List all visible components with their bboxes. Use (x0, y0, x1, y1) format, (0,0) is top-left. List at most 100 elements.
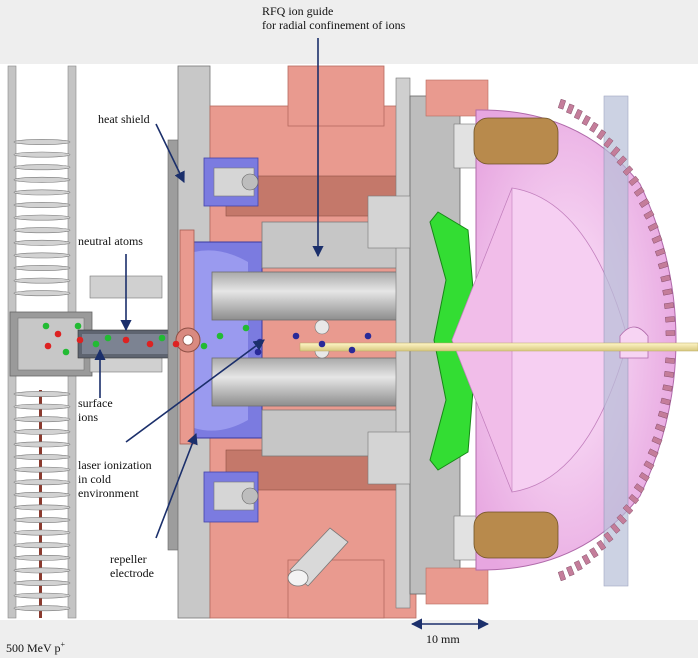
flange-tooth (557, 98, 567, 110)
flange-tooth (663, 302, 675, 309)
flange-tooth (665, 330, 676, 336)
flange-tooth (651, 436, 663, 445)
repeller-line1: repeller (110, 552, 147, 566)
cooling-fin (13, 227, 71, 234)
flange-tooth (660, 274, 671, 283)
flange-tooth (638, 472, 650, 482)
cooling-fin (13, 504, 71, 511)
ion (292, 332, 300, 340)
neutral-atom (76, 336, 84, 344)
flange-tooth (633, 186, 645, 197)
cooling-fin (13, 176, 71, 183)
rfq-rods (211, 221, 413, 457)
flange-tooth (566, 565, 575, 577)
arrow-laser (125, 339, 265, 443)
ion (364, 332, 372, 340)
ion (254, 348, 262, 356)
flange-tooth (610, 146, 621, 157)
flange-tooth (657, 410, 669, 419)
flange-tooth (610, 523, 621, 534)
neutral-atoms-label: neutral atoms (78, 234, 143, 248)
chamber-flange-teeth (557, 98, 676, 582)
extraction-chamber (451, 95, 677, 587)
cooling-fin (13, 454, 71, 460)
laser-ionization-label: laser ionization in cold environment (78, 458, 152, 500)
flange-tooth (566, 103, 575, 115)
target-container (9, 275, 177, 377)
neutral-atom (200, 342, 208, 350)
neutral-atom (146, 340, 154, 348)
lower-bolt (203, 471, 259, 523)
ion (318, 340, 326, 348)
neutral-atom (42, 322, 50, 330)
side-port (287, 527, 349, 587)
particles (42, 322, 372, 356)
cooling-fin (13, 605, 71, 612)
proton-beam-text: 500 MeV p (6, 641, 61, 655)
cooling-fin (13, 416, 71, 423)
flange-tooth (628, 493, 640, 505)
surface-ions-line2: ions (78, 410, 99, 424)
ion-beam (299, 342, 698, 352)
flange-tooth (665, 357, 675, 364)
proton-beam-label: 500 MeV p+ (6, 638, 65, 655)
repeller-line2: electrode (110, 566, 154, 580)
flange-tooth (647, 222, 659, 232)
cooling-fin (13, 479, 71, 486)
neutral-atom (62, 348, 70, 356)
flange-tooth (616, 513, 627, 525)
cooling-fin (13, 517, 71, 523)
rfq-label-line1: RFQ ion guide (262, 4, 334, 18)
flange-tooth (622, 165, 634, 176)
rfq-label: RFQ ion guide for radial confinement of … (262, 4, 405, 32)
cooling-fin (13, 466, 71, 473)
neutral-atom (242, 324, 250, 332)
cooling-fin (13, 391, 71, 397)
flange-tooth (665, 316, 675, 323)
flange-tooth (654, 248, 666, 257)
cooling-fins (13, 139, 71, 612)
neutral-atom (216, 332, 224, 340)
flange-tooth (603, 531, 614, 543)
cooling-fin (13, 277, 71, 284)
flange-tooth (589, 121, 599, 133)
flange-tooth (651, 235, 663, 244)
laser-line1: laser ionization (78, 458, 152, 472)
proton-charge: + (60, 640, 65, 649)
cooling-fin (13, 189, 71, 196)
flange-tooth (647, 448, 659, 458)
flange-tooth (589, 547, 599, 559)
flange-tooth (616, 155, 627, 167)
neutral-atom (74, 322, 82, 330)
flange-tooth (596, 539, 607, 551)
flange-tooth (596, 129, 607, 141)
flange-tooth (581, 554, 591, 565)
repeller-label: repeller electrode (110, 552, 154, 580)
neutral-atom (54, 330, 62, 338)
cooling-fin (13, 290, 71, 297)
cooling-fin (13, 491, 71, 498)
laser-line3: environment (78, 486, 139, 500)
flange-tooth (657, 261, 669, 270)
flange-tooth (628, 175, 640, 187)
flange-tooth (622, 504, 634, 515)
cooling-fin (13, 542, 71, 549)
repeller-electrode (175, 229, 201, 445)
cooling-fin (13, 529, 71, 536)
flange-tooth (662, 288, 673, 296)
arrow-heat-shield (155, 123, 185, 184)
cooling-fin (13, 403, 71, 410)
cooling-fin (13, 265, 71, 271)
cooling-fin (13, 592, 71, 599)
flange-tooth (557, 570, 567, 582)
scale-label: 10 mm (426, 632, 460, 646)
neutral-atom (92, 340, 100, 348)
neutral-atom (44, 342, 52, 350)
cooling-fin (13, 164, 71, 171)
neutral-atom (104, 334, 112, 342)
cooling-fin (13, 441, 71, 448)
heat-shield-label: heat shield (98, 112, 150, 126)
flange-tooth (603, 137, 614, 149)
cooling-fin (13, 202, 71, 208)
